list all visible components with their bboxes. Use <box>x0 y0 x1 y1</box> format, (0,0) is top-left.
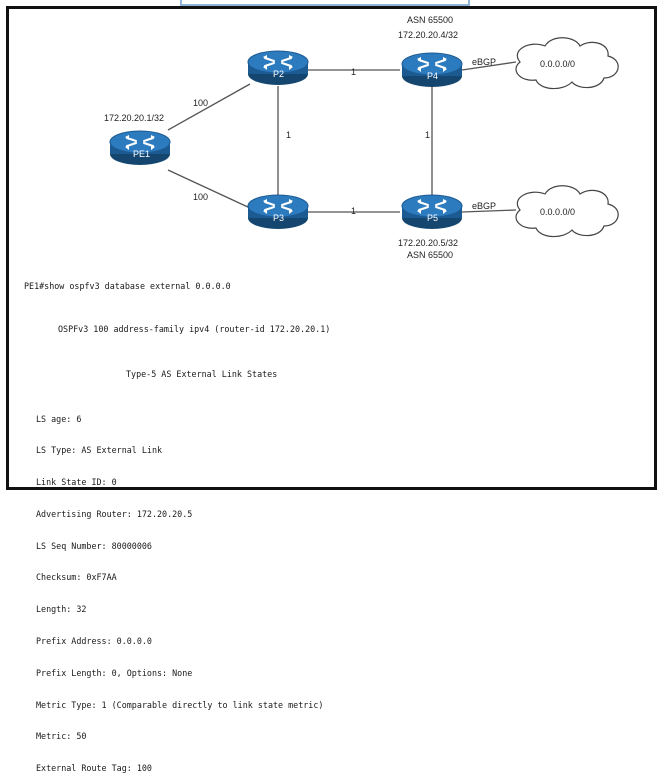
cli-section-header: Type-5 AS External Link States <box>126 368 278 379</box>
cloud-top: 0.0.0.0/0 <box>515 37 619 90</box>
router-p5-icon <box>401 194 463 230</box>
router-p4-label: P4 <box>427 71 438 81</box>
link-p4-cloud <box>461 61 517 71</box>
router-p2-icon <box>247 50 309 86</box>
router-pe1-icon <box>109 130 171 166</box>
cost-label-pe1-p3: 100 <box>193 192 208 202</box>
router-p3-label: P3 <box>273 213 284 223</box>
router-p4-icon <box>401 52 463 88</box>
address-label-p4: 172.20.20.4/32 <box>398 30 458 40</box>
address-label-pe1: 172.20.20.1/32 <box>104 113 164 123</box>
cli-field: Metric Type: 1 (Comparable directly to l… <box>36 699 324 710</box>
cli-field: Prefix Address: 0.0.0.0 <box>36 636 152 646</box>
router-p3: P3 <box>247 194 309 230</box>
cli-output: PE1#show ospfv3 database external 0.0.0.… <box>24 260 644 784</box>
address-label-p5: 172.20.20.5/32 <box>398 238 458 248</box>
cost-label-p2-p3: 1 <box>286 130 291 140</box>
cli-field: Link State ID: 0 <box>36 477 117 488</box>
topology-diagram: 100 100 1 1 1 1 0.0.0.0/0 0.0.0.0/0 eBGP… <box>104 15 619 260</box>
ebgp-label-p4: eBGP <box>472 57 496 67</box>
cli-field: Prefix Length: 0, Options: None <box>36 667 193 678</box>
cli-field: External Route Tag: 100 <box>36 763 152 774</box>
cost-label-p2-p4: 1 <box>351 67 356 77</box>
router-p5-label: P5 <box>427 213 438 223</box>
router-p4: P4 <box>401 52 463 88</box>
cost-label-pe1-p2: 100 <box>193 98 208 108</box>
cli-field: Metric: 50 <box>36 731 87 742</box>
router-pe1: PE1 <box>109 130 171 166</box>
router-p2: P2 <box>247 50 309 86</box>
cli-field: Length: 32 <box>36 604 87 615</box>
router-p5: P5 <box>401 194 463 230</box>
cli-field: LS Type: AS External Link <box>36 445 163 456</box>
top-edge-tab <box>180 0 470 6</box>
asn-label-p4: ASN 65500 <box>407 15 453 25</box>
link-pe1-p2 <box>167 83 251 131</box>
cloud-bottom-label: 0.0.0.0/0 <box>540 207 575 217</box>
cli-field: LS Seq Number: 80000006 <box>36 540 152 551</box>
asn-label-p5: ASN 65500 <box>407 250 453 260</box>
cli-field: Advertising Router: 172.20.20.5 <box>36 508 193 519</box>
cli-field: Checksum: 0xF7AA <box>36 572 117 583</box>
router-pe1-label: PE1 <box>133 149 150 159</box>
router-p2-label: P2 <box>273 69 284 79</box>
cli-process-header: OSPFv3 100 address-family ipv4 (router-i… <box>58 323 331 334</box>
cli-field: LS age: 6 <box>36 413 82 424</box>
cost-label-p4-p5: 1 <box>425 130 430 140</box>
router-p3-icon <box>247 194 309 230</box>
cli-command: PE1#show ospfv3 database external 0.0.0.… <box>24 281 231 292</box>
link-pe1-p3 <box>167 169 251 209</box>
cloud-top-label: 0.0.0.0/0 <box>540 59 575 69</box>
link-p5-cloud <box>461 209 517 213</box>
cost-label-p3-p5: 1 <box>351 206 356 216</box>
cloud-bottom: 0.0.0.0/0 <box>515 185 619 238</box>
ebgp-label-p5: eBGP <box>472 201 496 211</box>
